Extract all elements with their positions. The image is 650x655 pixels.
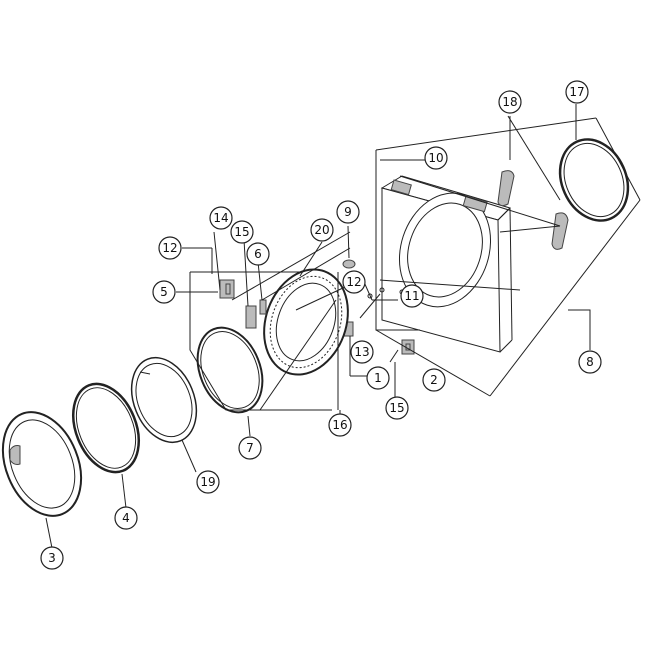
callout-12-right-label: 12 [346, 275, 361, 289]
rear-ring [558, 138, 630, 222]
callout-10-label: 10 [428, 151, 443, 165]
callout-17-label: 17 [569, 85, 584, 99]
callout-16: 16 [328, 413, 352, 437]
callout-18: 18 [498, 90, 522, 114]
door-gasket [196, 326, 264, 414]
callout-9: 9 [336, 200, 360, 224]
callout-17: 17 [565, 80, 589, 104]
callout-13: 13 [350, 340, 374, 364]
callout-2: 2 [422, 368, 446, 392]
callout-6-label: 6 [254, 247, 262, 261]
callout-11: 11 [400, 284, 424, 308]
callout-2-label: 2 [430, 373, 438, 387]
callout-3-label: 3 [48, 551, 56, 565]
callout-6: 6 [246, 242, 270, 266]
callout-12-left: 12 [158, 236, 182, 260]
callout-7-label: 7 [246, 441, 254, 455]
callout-16-label: 16 [332, 418, 347, 432]
callout-12-left-label: 12 [162, 241, 177, 255]
callout-10: 10 [424, 146, 448, 170]
callouts: 18 17 10 9 14 15 20 12 6 12 5 11 13 8 1 … [40, 80, 602, 570]
callout-4: 4 [114, 506, 138, 530]
door-ring [72, 382, 140, 474]
callout-9-label: 9 [344, 205, 352, 219]
callout-19-label: 19 [200, 475, 215, 489]
hinge-parts [497, 170, 569, 250]
callout-1: 1 [366, 366, 390, 390]
callout-11-label: 11 [404, 289, 419, 303]
outer-door [1, 411, 83, 517]
callout-3: 3 [40, 546, 64, 570]
callout-15-top-label: 15 [234, 225, 249, 239]
callout-4-label: 4 [122, 511, 130, 525]
callout-12-right: 12 [342, 270, 366, 294]
callout-20: 20 [310, 218, 334, 242]
callout-13-label: 13 [354, 345, 369, 359]
callout-7: 7 [238, 436, 262, 460]
callout-15-bottom-label: 15 [389, 401, 404, 415]
callout-15-bottom: 15 [385, 396, 409, 420]
callout-5-label: 5 [160, 285, 168, 299]
callout-19: 19 [196, 470, 220, 494]
callout-18-label: 18 [502, 95, 517, 109]
front-panel [379, 175, 521, 353]
callout-8-label: 8 [586, 355, 594, 369]
callout-15-top: 15 [230, 220, 254, 244]
callout-14: 14 [209, 206, 233, 230]
callout-14-label: 14 [213, 211, 228, 225]
callout-8: 8 [578, 350, 602, 374]
latch-parts [219, 279, 267, 329]
callout-1-label: 1 [374, 371, 382, 385]
callout-5: 5 [152, 280, 176, 304]
door-glass [130, 356, 198, 444]
callout-20-label: 20 [314, 223, 329, 237]
assembly-lines [45, 104, 641, 549]
